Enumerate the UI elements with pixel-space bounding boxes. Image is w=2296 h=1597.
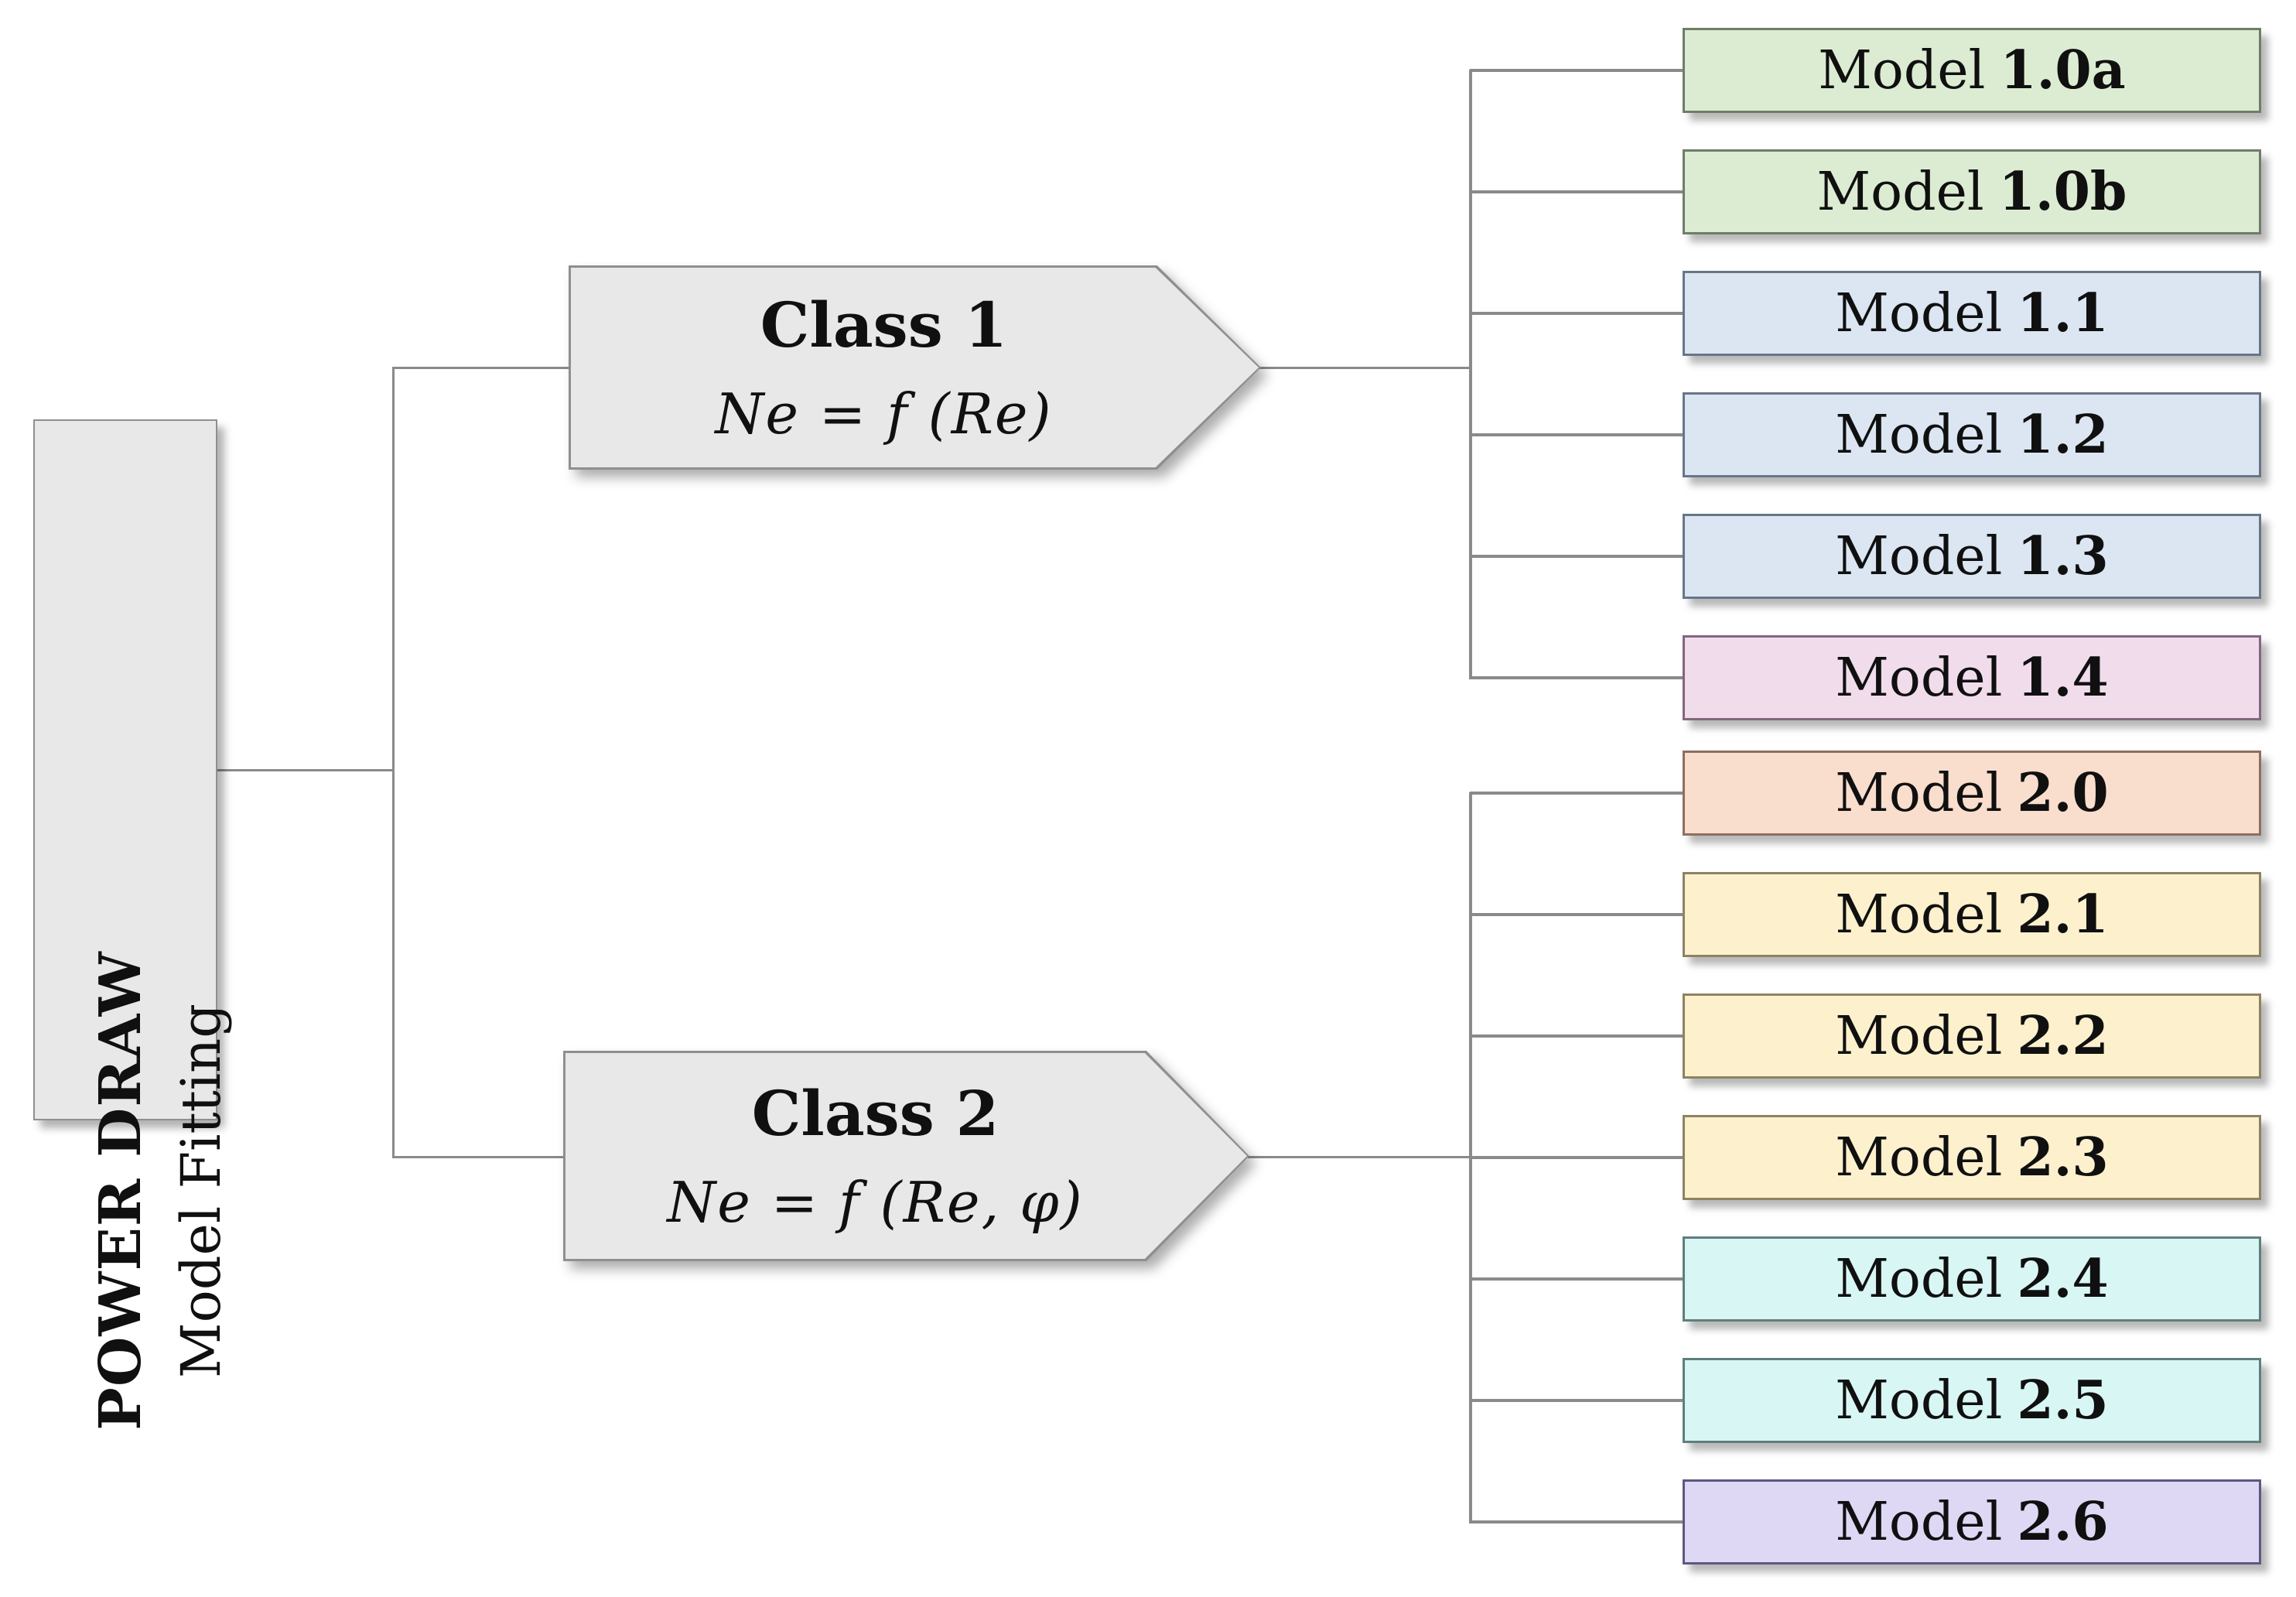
connector-stub-model: [1470, 69, 1685, 72]
model-label-number: 2.4: [2017, 1248, 2109, 1310]
model-label-prefix: Model: [1835, 282, 2003, 344]
model-label-prefix: Model: [1835, 762, 2003, 824]
connector-stub-model: [1470, 1034, 1685, 1038]
connector-stub-model: [1470, 792, 1685, 795]
connector-stub-model: [1470, 555, 1685, 558]
root-node-power-draw: POWER DRAW Model Fitting: [33, 419, 233, 1431]
class2-node: Class 2 Ne = f (Re, φ): [563, 1051, 1249, 1261]
model-label-number: 2.5: [2017, 1370, 2109, 1431]
model-label-number: 2.2: [2017, 1005, 2109, 1067]
connector-branch-class1: [392, 367, 569, 369]
root-subtitle: Model Fitting: [169, 1003, 233, 1379]
connector-bus-class1: [1469, 70, 1472, 679]
model-label-number: 1.1: [2017, 282, 2109, 344]
class2-name: Class 2: [751, 1077, 999, 1150]
class2-equation: Ne = f (Re, φ): [667, 1170, 1084, 1235]
root-title: POWER DRAW: [87, 951, 154, 1431]
connector-stub-model: [1470, 1156, 1685, 1159]
connector-stub-model: [1470, 312, 1685, 315]
model-label-number: 1.3: [2017, 525, 2109, 587]
class1-node: Class 1 Ne = f (Re): [569, 265, 1261, 470]
model-label-number: 2.1: [2017, 884, 2109, 946]
connector-stub-model: [1470, 913, 1685, 916]
model-label-prefix: Model: [1816, 161, 1984, 223]
root-node-text: POWER DRAW Model Fitting: [68, 840, 252, 1541]
model-label-prefix: Model: [1835, 647, 2003, 709]
connector-class2-to-bus: [1248, 1156, 1471, 1158]
model-label-number: 1.4: [2017, 647, 2109, 709]
connector-split-vertical: [392, 367, 395, 1158]
class1-node-fill: [571, 268, 1259, 467]
model-label-prefix: Model: [1835, 884, 2003, 946]
connector-stub-model: [1470, 1277, 1685, 1281]
model-label-number: 1.0a: [2000, 39, 2126, 101]
class2-node-fill: [565, 1053, 1247, 1259]
model-label-prefix: Model: [1835, 1370, 2003, 1431]
connector-class1-to-bus: [1259, 367, 1471, 369]
connector-stub-model: [1470, 433, 1685, 436]
model-label-prefix: Model: [1835, 1248, 2003, 1310]
connector-branch-class2: [392, 1156, 563, 1158]
connector-stub-model: [1470, 190, 1685, 193]
connector-stub-model: [1470, 1520, 1685, 1523]
class1-equation: Ne = f (Re): [715, 381, 1053, 446]
class1-name: Class 1: [760, 289, 1008, 361]
connector-stub-model: [1470, 1399, 1685, 1402]
model-label-number: 1.2: [2017, 404, 2109, 466]
model-label-prefix: Model: [1835, 1491, 2003, 1553]
model-label-prefix: Model: [1835, 1127, 2003, 1188]
model-label-prefix: Model: [1835, 525, 2003, 587]
model-label-prefix: Model: [1818, 39, 1986, 101]
model-label-number: 1.0b: [1998, 161, 2127, 223]
connector-stub-model: [1470, 676, 1685, 679]
model-label-number: 2.6: [2017, 1491, 2109, 1553]
connector-root-horizontal: [217, 769, 393, 771]
model-label-prefix: Model: [1835, 1005, 2003, 1067]
model-label-prefix: Model: [1835, 404, 2003, 466]
model-label-number: 2.3: [2017, 1127, 2109, 1188]
model-label-number: 2.0: [2017, 762, 2109, 824]
